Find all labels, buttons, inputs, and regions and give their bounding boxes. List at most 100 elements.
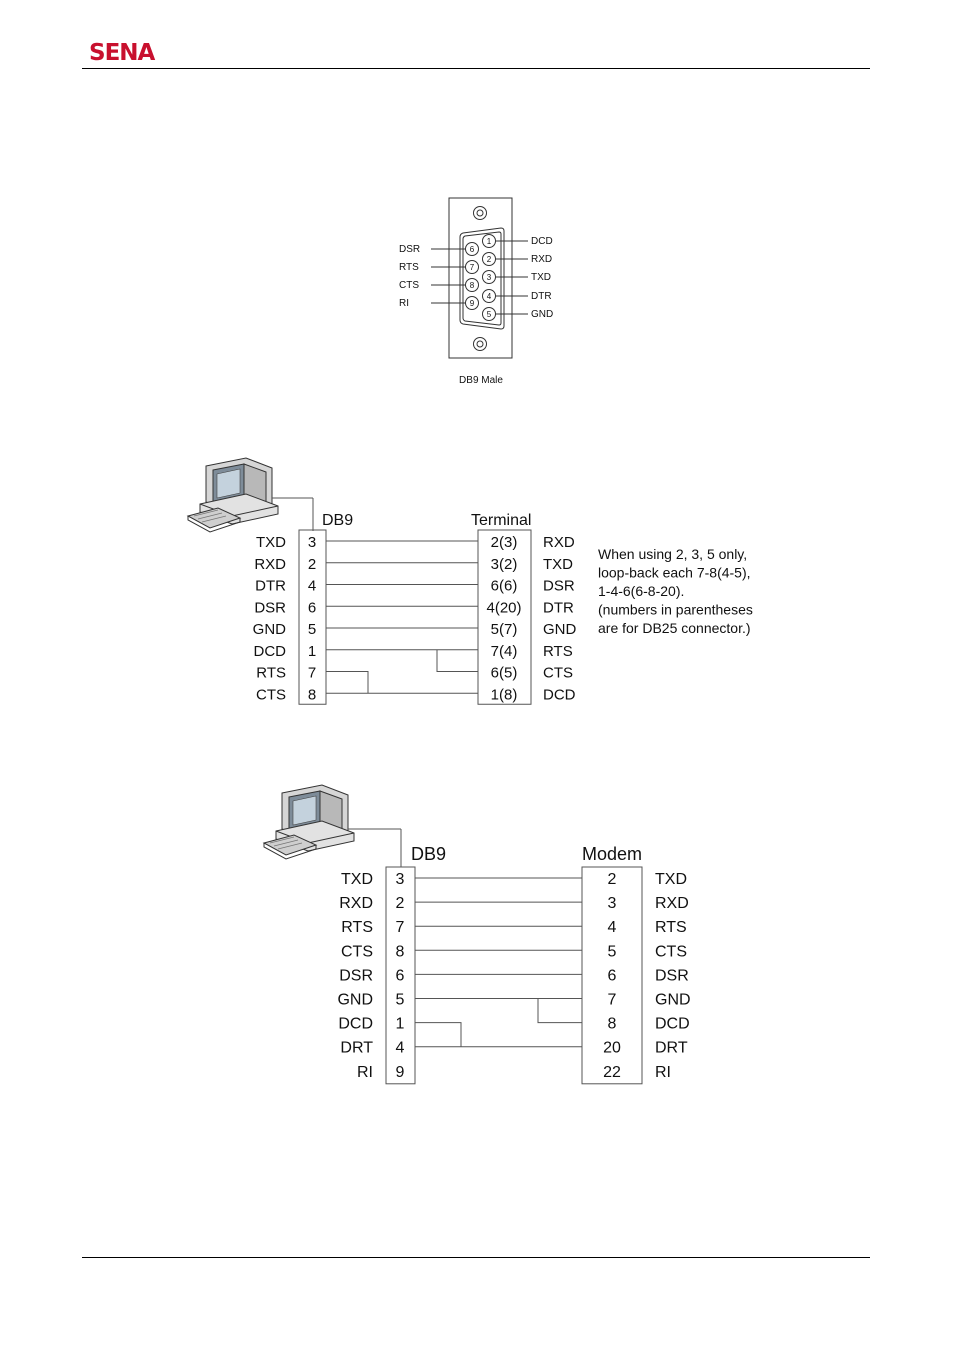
pin-7-label: 7 bbox=[470, 263, 475, 272]
terminal-left-signal: GND bbox=[253, 621, 287, 638]
terminal-left-pin: 4 bbox=[308, 578, 316, 595]
pin-9-label: 9 bbox=[470, 299, 475, 308]
terminal-right-signal: GND bbox=[543, 621, 577, 638]
terminal-right-signal: TXD bbox=[543, 556, 573, 573]
modem-right-pin: 7 bbox=[608, 992, 617, 1009]
modem-left-signal: DCD bbox=[338, 1016, 373, 1033]
modem-left-signal: GND bbox=[337, 992, 373, 1009]
label-cts: CTS bbox=[399, 280, 419, 291]
note-line: 1-4-6(6-8-20). bbox=[598, 583, 684, 599]
pin-6-label: 6 bbox=[470, 245, 475, 254]
modem-left-signal: DRT bbox=[340, 1040, 373, 1057]
modem-dcd-wire bbox=[537, 998, 582, 1024]
terminal-left-pin: 6 bbox=[308, 599, 316, 616]
header-rule bbox=[82, 68, 870, 69]
terminal-right-pin: 1(8) bbox=[491, 686, 518, 703]
terminal-right-pin: 7(4) bbox=[491, 643, 518, 660]
label-rxd: RXD bbox=[531, 254, 552, 265]
terminal-right-signal: DTR bbox=[543, 599, 574, 616]
terminal-right-signal: RXD bbox=[543, 534, 575, 551]
terminal-left-pin: 7 bbox=[308, 665, 316, 682]
modem-left-signal: CTS bbox=[341, 943, 373, 960]
label-ri: RI bbox=[399, 298, 409, 309]
modem-right-pin: 6 bbox=[608, 967, 617, 984]
modem-left-pin: 5 bbox=[396, 992, 405, 1009]
terminal-left-signal: DSR bbox=[254, 599, 286, 616]
pin-4-label: 4 bbox=[487, 292, 492, 301]
modem-left-pin: 9 bbox=[396, 1064, 405, 1081]
modem-left-pin: 6 bbox=[396, 967, 405, 984]
screw-bottom-icon bbox=[473, 337, 487, 351]
modem-right-pin: 4 bbox=[608, 919, 617, 936]
footer-rule bbox=[82, 1257, 870, 1258]
connector-caption: DB9 Male bbox=[459, 375, 503, 386]
label-gnd: GND bbox=[531, 309, 553, 320]
terminal-right-signal: DSR bbox=[543, 578, 575, 595]
pin-2: 2 bbox=[482, 252, 496, 266]
modem-left-signal: TXD bbox=[341, 871, 373, 888]
pin-4: 4 bbox=[482, 289, 496, 303]
modem-right-signal: DCD bbox=[655, 1016, 690, 1033]
modem-db9-pin-box bbox=[385, 866, 416, 1085]
modem-left-signal: RXD bbox=[339, 895, 373, 912]
modem-right-signal: RI bbox=[655, 1064, 671, 1081]
pin-8: 8 bbox=[465, 278, 479, 292]
modem-right-pin: 22 bbox=[603, 1064, 621, 1081]
label-rts: RTS bbox=[399, 262, 419, 273]
modem-right-signal: TXD bbox=[655, 871, 687, 888]
terminal-right-pin: 2(3) bbox=[491, 534, 518, 551]
label-dtr: DTR bbox=[531, 291, 552, 302]
terminal-left-pin: 1 bbox=[308, 643, 316, 660]
modem-right-pin: 3 bbox=[608, 895, 617, 912]
modem-left-signal: DSR bbox=[339, 967, 373, 984]
db9-loopback-wire bbox=[326, 671, 369, 694]
pin-1: 1 bbox=[482, 234, 496, 248]
modem-wires bbox=[415, 877, 582, 1048]
pin-7: 7 bbox=[465, 260, 479, 274]
terminal-left-signal: DCD bbox=[254, 643, 287, 660]
modem-right-pin: 8 bbox=[608, 1016, 617, 1033]
db9-male-connector: 1 2 3 4 5 6 7 8 9 DSR RTS CTS RI DCD RXD… bbox=[399, 197, 553, 386]
pin-9: 9 bbox=[465, 296, 479, 310]
connector-shell-outer bbox=[459, 227, 505, 330]
modem-right-pin: 20 bbox=[603, 1040, 621, 1057]
modem-left-pin: 1 bbox=[396, 1016, 405, 1033]
modem-right-pin: 2 bbox=[608, 871, 617, 888]
terminal-right-title: Terminal bbox=[471, 512, 531, 529]
terminal-left-signal: RTS bbox=[256, 665, 286, 682]
terminal-pin-box bbox=[477, 529, 532, 705]
terminal-left-signal: TXD bbox=[256, 534, 286, 551]
modem-right-signal: RXD bbox=[655, 895, 689, 912]
modem-left-pin: 8 bbox=[396, 943, 405, 960]
note-line: When using 2, 3, 5 only, bbox=[598, 546, 747, 562]
modem-right-pin: 5 bbox=[608, 943, 617, 960]
label-dcd: DCD bbox=[531, 236, 553, 247]
label-dsr: DSR bbox=[399, 244, 420, 255]
computer-icon bbox=[186, 457, 279, 533]
pin-8-label: 8 bbox=[470, 281, 475, 290]
terminal-loopback-note: When using 2, 3, 5 only,loop-back each 7… bbox=[598, 546, 753, 636]
terminal-right-pin: 5(7) bbox=[491, 621, 518, 638]
modem-left-pin: 7 bbox=[396, 919, 405, 936]
modem-left-pin: 3 bbox=[396, 871, 405, 888]
pin-2-label: 2 bbox=[487, 255, 492, 264]
modem-left-pin: 2 bbox=[396, 895, 405, 912]
terminal-right-pin: 4(20) bbox=[486, 599, 521, 616]
pin-5: 5 bbox=[482, 307, 496, 321]
terminal-right-signal: RTS bbox=[543, 643, 573, 660]
modem-left-title: DB9 bbox=[411, 844, 446, 864]
modem-left-signal: RTS bbox=[341, 919, 373, 936]
terminal-wires bbox=[326, 540, 478, 694]
terminal-right-signal: DCD bbox=[543, 686, 576, 703]
modem-left-signal: RI bbox=[357, 1064, 373, 1081]
terminal-left-title: DB9 bbox=[322, 512, 353, 529]
computer-icon bbox=[262, 784, 355, 860]
modem-right-signal: DRT bbox=[655, 1040, 688, 1057]
modem-right-signal: RTS bbox=[655, 919, 687, 936]
terminal-right-signal: CTS bbox=[543, 665, 573, 682]
note-line: (numbers in parentheses bbox=[598, 602, 753, 618]
